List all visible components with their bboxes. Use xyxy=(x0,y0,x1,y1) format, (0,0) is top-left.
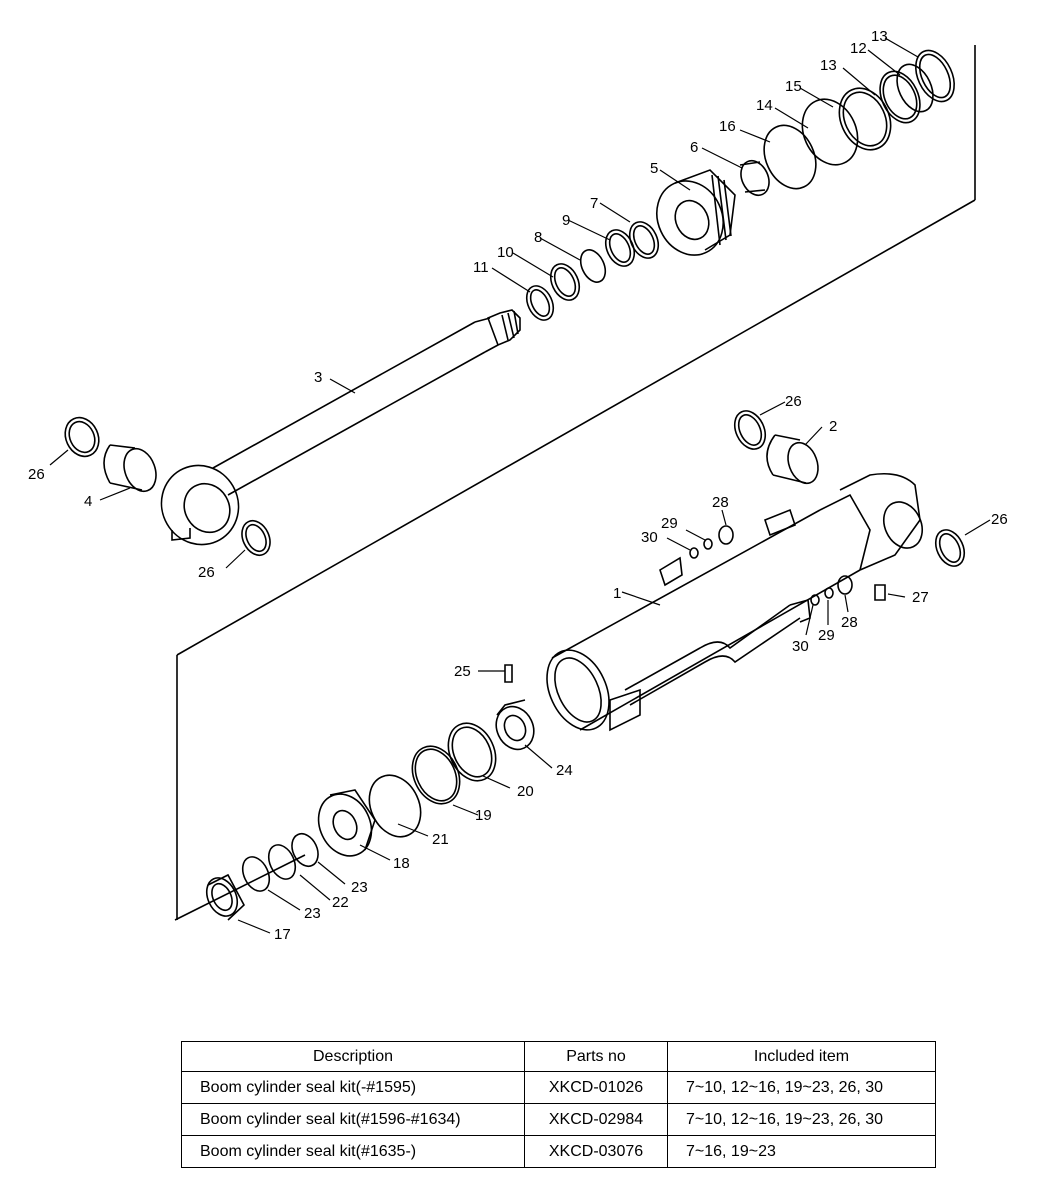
table-row: Boom cylinder seal kit(#1596-#1634) XKCD… xyxy=(181,1103,936,1136)
callout-30-upper: 30 xyxy=(641,529,658,546)
callout-26-tube-top: 26 xyxy=(785,393,802,410)
callout-8: 8 xyxy=(534,229,542,246)
header-description: Description xyxy=(181,1041,525,1072)
callout-1: 1 xyxy=(613,585,621,602)
callout-26-tube-right: 26 xyxy=(991,511,1008,528)
callout-28-upper: 28 xyxy=(712,494,729,511)
callout-18: 18 xyxy=(393,855,410,872)
callout-12: 12 xyxy=(850,40,867,57)
leader-lines xyxy=(49,37,991,934)
callout-6: 6 xyxy=(690,139,698,156)
callout-21: 21 xyxy=(432,831,449,848)
callout-16: 16 xyxy=(719,118,736,135)
callout-24: 24 xyxy=(556,762,573,779)
callout-30-lower: 30 xyxy=(792,638,809,655)
header-included-item: Included item xyxy=(667,1041,936,1072)
callout-23-right: 23 xyxy=(351,879,368,896)
cell-parts-no: XKCD-01026 xyxy=(524,1071,668,1104)
callout-26-rod-bottom: 26 xyxy=(198,564,215,581)
exploded-parts-diagram: 1 2 3 4 5 6 7 8 9 10 11 12 13 13 14 15 1… xyxy=(28,28,1008,943)
rod-cover-gland xyxy=(656,169,736,256)
callout-7: 7 xyxy=(590,195,598,212)
callout-25: 25 xyxy=(454,663,471,680)
callout-13-lower: 13 xyxy=(820,57,837,74)
cell-description: Boom cylinder seal kit(#1596-#1634) xyxy=(181,1103,525,1136)
table-row: Boom cylinder seal kit(#1635-) XKCD-0307… xyxy=(181,1135,936,1168)
cell-description: Boom cylinder seal kit(-#1595) xyxy=(181,1071,525,1104)
callout-27: 27 xyxy=(912,589,929,606)
cell-included-item: 7~16, 19~23 xyxy=(667,1135,936,1168)
callout-3: 3 xyxy=(314,369,322,386)
callout-14: 14 xyxy=(756,97,773,114)
cylinder-tube xyxy=(546,472,924,732)
piston-rod xyxy=(212,309,521,496)
callout-23-left: 23 xyxy=(304,905,321,922)
bushing xyxy=(103,444,157,493)
callout-17: 17 xyxy=(274,926,291,943)
callout-29-upper: 29 xyxy=(661,515,678,532)
callout-11: 11 xyxy=(473,259,489,276)
callout-29-lower: 29 xyxy=(818,627,835,644)
cell-included-item: 7~10, 12~16, 19~23, 26, 30 xyxy=(667,1103,936,1136)
callout-15: 15 xyxy=(785,78,802,95)
rod-eye xyxy=(160,464,240,546)
callout-22: 22 xyxy=(332,894,349,911)
callout-28-lower: 28 xyxy=(841,614,858,631)
header-parts-no: Parts no xyxy=(524,1041,668,1072)
cell-included-item: 7~10, 12~16, 19~23, 26, 30 xyxy=(667,1071,936,1104)
callout-5: 5 xyxy=(650,160,658,177)
cell-parts-no: XKCD-02984 xyxy=(524,1103,668,1136)
callout-20: 20 xyxy=(517,783,534,800)
cell-parts-no: XKCD-03076 xyxy=(524,1135,668,1168)
callout-labels: 1 2 3 4 5 6 7 8 9 10 11 12 13 13 14 15 1… xyxy=(28,28,1008,943)
cell-description: Boom cylinder seal kit(#1635-) xyxy=(181,1135,525,1168)
callout-13-upper: 13 xyxy=(871,28,888,45)
callout-2: 2 xyxy=(829,418,837,435)
callout-9: 9 xyxy=(562,212,570,229)
table-header-row: Description Parts no Included item xyxy=(181,1041,936,1072)
section-boundary xyxy=(174,45,976,921)
callout-26-rod-left: 26 xyxy=(28,466,45,483)
seal-kit-table: Description Parts no Included item Boom … xyxy=(181,1041,936,1168)
callout-4: 4 xyxy=(84,493,92,510)
callout-19: 19 xyxy=(475,807,492,824)
callout-10: 10 xyxy=(497,244,514,261)
table-row: Boom cylinder seal kit(-#1595) XKCD-0102… xyxy=(181,1071,936,1104)
